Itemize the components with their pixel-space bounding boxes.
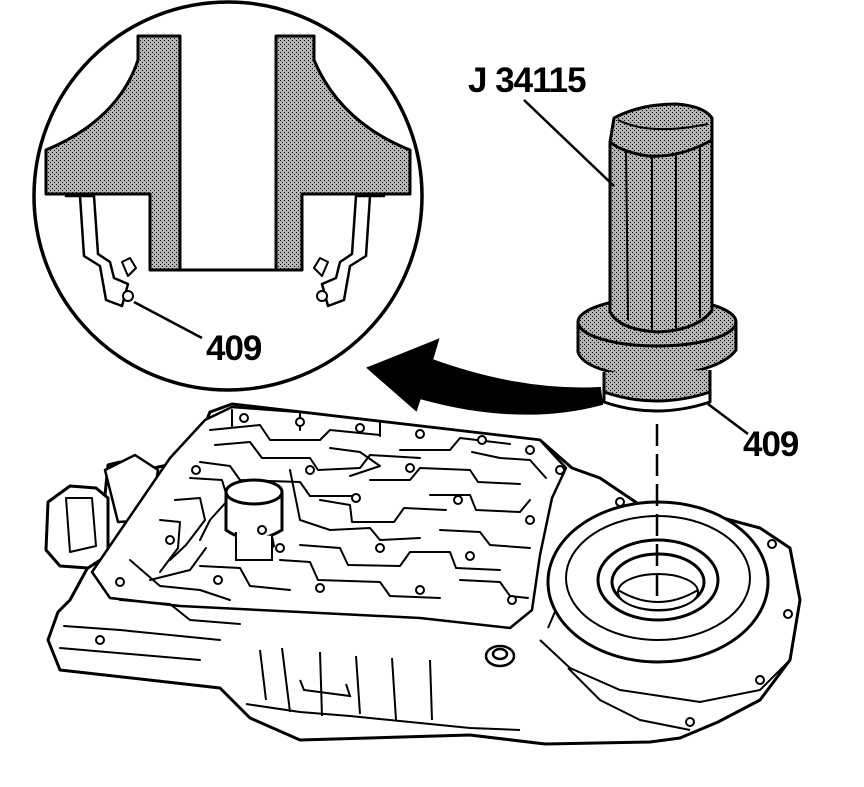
seal-label: 409 [743,425,799,464]
tool-section-left [44,34,182,272]
left-boss-inner [65,497,97,553]
leader-409-main [707,403,749,435]
valve-plate [90,405,568,630]
bolt-holes [95,413,793,727]
accumulator-piston [224,478,284,561]
seal-detail-label: 409 [206,329,262,368]
leader-409-detail [133,300,203,340]
tool-number-label: J 34115 [468,61,587,100]
tool-section-right [274,34,412,272]
seal-installer-tool [576,102,738,413]
leader-tool [523,99,615,187]
tool-shaft [608,138,714,334]
drain-plug [484,644,516,668]
detail-view [32,0,424,392]
callout-arrow [366,338,604,415]
